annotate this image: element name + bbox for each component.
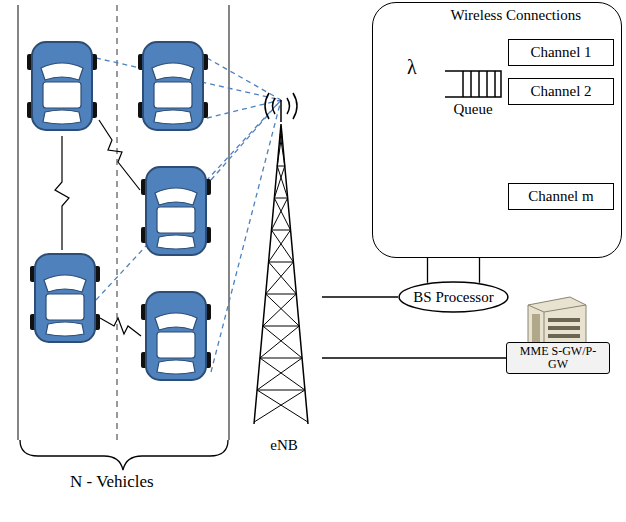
- connector: [322, 357, 506, 358]
- wireless-panel: Wireless ConnectionsQueue Channel 1 Channe…: [372, 2, 622, 258]
- node-label: MME S-GW/P-GW: [519, 345, 597, 370]
- node-label: eNB: [246, 437, 322, 454]
- processor-ellipse: BS Processor: [398, 281, 509, 313]
- channel-box: Channel m: [508, 183, 614, 210]
- queue: Queue: [443, 69, 503, 119]
- channel-box: Channel 1: [508, 39, 614, 66]
- enb-tower: eNB: [246, 84, 322, 454]
- connector: [322, 296, 398, 297]
- brace: [20, 440, 228, 470]
- node-label: BS Processor: [413, 289, 493, 306]
- arrival-rate: λ: [407, 56, 417, 79]
- node-label: Queue: [443, 101, 503, 118]
- channel-box: Channel 2: [508, 78, 614, 105]
- panel-title: Wireless Connections: [450, 7, 581, 24]
- node-label: Channel 1: [530, 44, 591, 61]
- node-label: Channel m: [528, 188, 593, 205]
- mme-box: MME S-GW/P-GW: [506, 342, 610, 374]
- vehicle-count: N - Vehicles: [70, 472, 154, 492]
- connector: [428, 258, 480, 283]
- tower-drawing: [246, 84, 322, 429]
- queue-buffer: [443, 69, 503, 99]
- node-label: Channel 2: [530, 83, 591, 100]
